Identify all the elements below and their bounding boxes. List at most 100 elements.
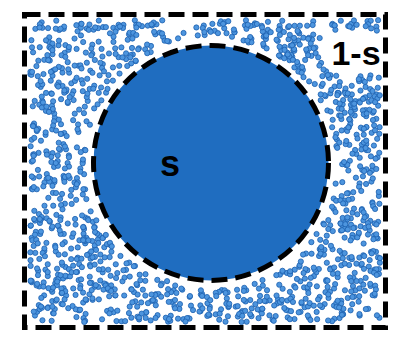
- dot: [309, 240, 314, 245]
- dot: [206, 312, 211, 317]
- dot: [62, 252, 67, 257]
- dot: [60, 302, 65, 307]
- dot: [316, 55, 321, 60]
- dot: [281, 29, 286, 34]
- dot: [87, 22, 92, 27]
- dot: [28, 278, 33, 283]
- dot: [348, 238, 353, 243]
- dot: [346, 168, 351, 173]
- dot: [165, 292, 170, 297]
- dot: [364, 138, 369, 143]
- dot: [87, 274, 92, 279]
- dot: [35, 281, 40, 286]
- dot: [261, 41, 266, 46]
- dot: [361, 241, 366, 246]
- dot: [175, 316, 180, 321]
- dot: [217, 317, 222, 322]
- dot: [54, 18, 59, 23]
- dot: [370, 176, 375, 181]
- dot: [376, 189, 381, 194]
- dot: [369, 26, 374, 31]
- dot: [287, 317, 292, 322]
- dot: [356, 230, 361, 235]
- dot: [208, 298, 213, 303]
- dot: [106, 267, 111, 272]
- dot: [64, 134, 69, 139]
- dot: [310, 22, 315, 27]
- dot: [74, 46, 79, 51]
- dot: [342, 235, 347, 240]
- dot: [172, 306, 177, 311]
- dot: [80, 81, 85, 86]
- dot: [134, 25, 139, 30]
- dot: [377, 150, 382, 155]
- dashed-circle: [94, 46, 329, 281]
- dot: [74, 314, 79, 319]
- dot: [62, 297, 67, 302]
- dot: [339, 128, 344, 133]
- dot: [130, 36, 135, 41]
- dot: [71, 118, 76, 123]
- dot: [359, 188, 364, 193]
- dot: [122, 275, 127, 280]
- dot: [260, 306, 265, 311]
- dot: [105, 86, 110, 91]
- dot: [86, 238, 91, 243]
- dot: [59, 191, 64, 196]
- dot: [325, 278, 330, 283]
- dot: [114, 318, 119, 323]
- dot: [334, 73, 339, 78]
- dot: [268, 30, 273, 35]
- dot: [173, 283, 178, 288]
- dot: [66, 44, 71, 49]
- dot: [279, 297, 284, 302]
- dot: [362, 79, 367, 84]
- dot: [45, 270, 50, 275]
- dot: [37, 256, 42, 261]
- dot: [301, 75, 306, 80]
- dot: [276, 27, 281, 32]
- dot: [290, 43, 295, 48]
- dot: [62, 88, 67, 93]
- dot: [299, 300, 304, 305]
- dot: [97, 73, 102, 78]
- dot: [341, 159, 346, 164]
- dot: [257, 298, 262, 303]
- dot: [60, 207, 65, 212]
- dot: [200, 306, 205, 311]
- dot: [99, 317, 104, 322]
- dot: [113, 262, 118, 267]
- dot: [69, 246, 74, 251]
- dot: [89, 46, 94, 51]
- dot: [96, 90, 101, 95]
- dot: [256, 286, 261, 291]
- dot: [342, 288, 347, 293]
- dot: [352, 270, 357, 275]
- dot: [50, 310, 55, 315]
- dot: [223, 319, 228, 324]
- dot: [311, 303, 316, 308]
- dot: [274, 293, 279, 298]
- dot: [224, 31, 229, 36]
- dot: [332, 23, 337, 28]
- dot: [38, 138, 43, 143]
- dot: [56, 84, 61, 89]
- dot: [317, 35, 322, 40]
- dot: [53, 128, 58, 133]
- dot: [359, 261, 364, 266]
- dot: [337, 84, 342, 89]
- dot: [245, 22, 250, 27]
- dot: [66, 155, 71, 160]
- dot: [115, 308, 120, 313]
- dot: [50, 304, 55, 309]
- dot: [92, 57, 97, 62]
- dot: [54, 212, 59, 217]
- dot: [298, 259, 303, 264]
- dot: [109, 249, 114, 254]
- dot: [367, 257, 372, 262]
- dot: [124, 261, 129, 266]
- dot: [361, 126, 366, 131]
- dot: [81, 225, 86, 230]
- dot: [187, 294, 192, 299]
- dot: [340, 201, 345, 206]
